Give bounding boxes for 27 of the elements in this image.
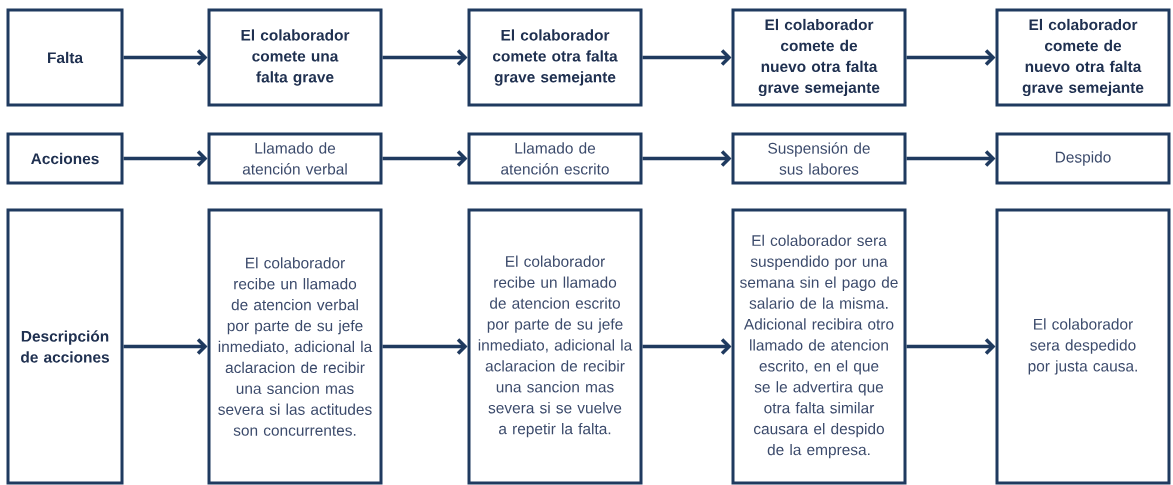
arrow [382,49,468,66]
arrow [906,49,996,66]
process-box: El colaborador comete de nuevo otra falta grave semejante [995,8,1171,107]
label-box: Falta [6,8,124,107]
process-box: El colaborador comete una falta grave [207,8,383,107]
arrow [642,150,732,167]
label-box: Descripción de acciones [6,208,124,485]
arrow [123,49,208,66]
process-box: El colaborador sera suspendido por una semana sin el pago de salario de la misma. Adicional recibira otro llamado de atencion escrito, en el que se le advertira que otra falta similar causara el despido de la empresa. [731,208,907,485]
process-box: El colaborador recibe un llamado de atencion escrito por parte de su jefe inmediato, adicional la aclaracion de recibir una sancion mas severa si se vuelve a repetir la falta. [467,208,643,485]
arrow [906,150,996,167]
arrow [123,338,208,355]
label-box: Acciones [6,132,124,185]
arrow [382,150,468,167]
arrow [642,49,732,66]
arrow [123,150,208,167]
process-box: Llamado de atención verbal [207,132,383,185]
arrow [906,338,996,355]
process-box: El colaborador sera despedido por justa causa. [995,208,1171,485]
process-box: El colaborador comete de nuevo otra falta grave semejante [731,8,907,107]
process-box: Llamado de atención escrito [467,132,643,185]
arrow [642,338,732,355]
process-box: Despido [995,132,1171,185]
process-box: Suspensión de sus labores [731,132,907,185]
process-box: El colaborador comete otra falta grave semejante [467,8,643,107]
process-box: El colaborador recibe un llamado de atencion verbal por parte de su jefe inmediato, adicional la aclaracion de recibir una sancion mas severa si las actitudes son concurrentes. [207,208,383,485]
arrow [382,338,468,355]
